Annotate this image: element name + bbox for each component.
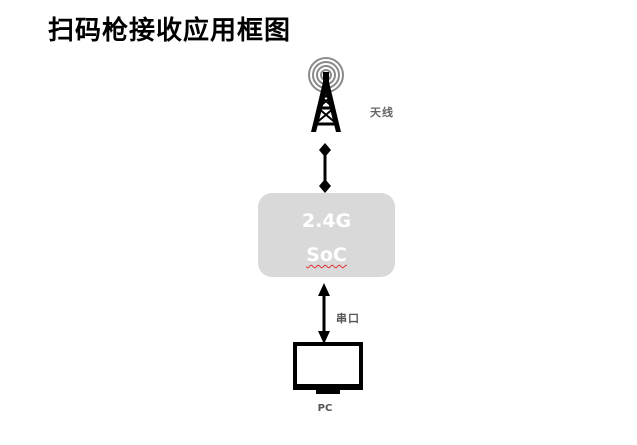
- antenna-soc-connector: [319, 143, 331, 193]
- pc-label: PC: [317, 403, 333, 414]
- diagram-title: 扫码枪接收应用框图: [48, 16, 292, 46]
- radio-tower-icon: [308, 57, 344, 132]
- soc-block: 2.4G SoC: [258, 193, 395, 277]
- soc-label-soc: SoC: [258, 244, 395, 266]
- antenna-label: 天线: [370, 106, 394, 119]
- monitor-icon: [293, 342, 363, 394]
- soc-label-2-4g: 2.4G: [301, 210, 352, 232]
- soc-label-soc-text: SoC: [306, 244, 347, 266]
- serial-double-arrow: [318, 283, 330, 344]
- serial-port-label: 串口: [336, 312, 360, 325]
